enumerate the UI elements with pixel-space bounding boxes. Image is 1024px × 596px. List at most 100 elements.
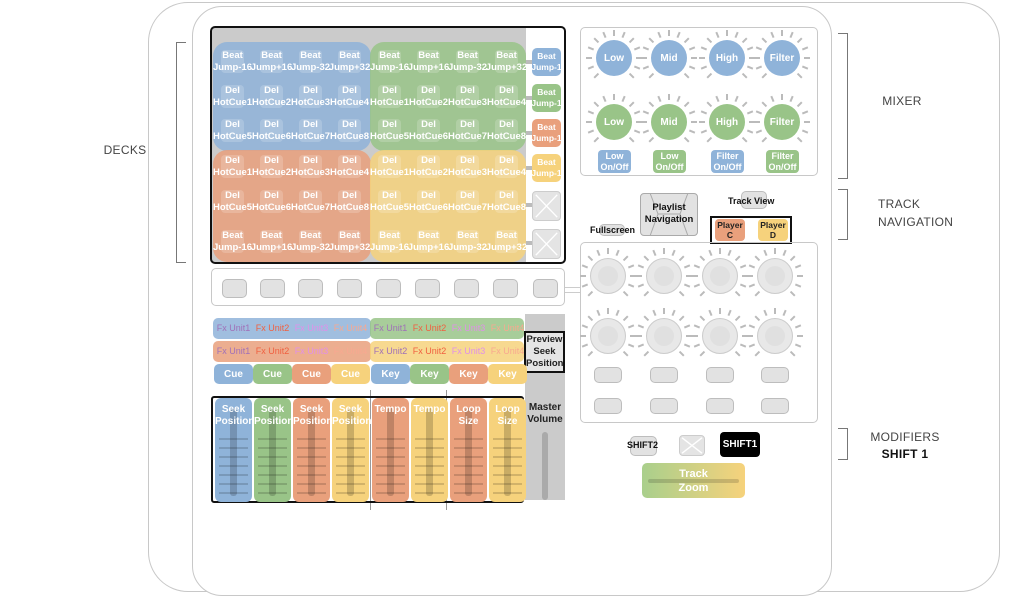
beat-jump-side-button[interactable]: Beat Jump-1	[531, 48, 562, 76]
fx-unit-button[interactable]: Fx Unit2	[253, 341, 292, 361]
unassigned-side-button[interactable]	[532, 229, 561, 259]
fx-unit-button[interactable]: Fx Unit3	[449, 318, 488, 338]
seek-fader[interactable]: Seek Position	[215, 398, 254, 502]
unassigned-modifier-button[interactable]	[679, 435, 705, 456]
loop-fader[interactable]: Loop Size	[450, 398, 487, 502]
loop-fader[interactable]: Loop Size	[489, 398, 526, 502]
deck-pad[interactable]: Beat Jump+32	[486, 45, 527, 78]
mixer-eq-knob[interactable]: Mid	[651, 104, 687, 140]
fx-unit-button[interactable]: Fx Unit4	[488, 341, 527, 361]
key-button[interactable]: Key	[449, 364, 488, 384]
gray-knob[interactable]	[702, 258, 738, 294]
fx-unit-button[interactable]: Fx Unit2	[253, 318, 292, 338]
deck-pad[interactable]: Del HotCue1	[370, 150, 409, 183]
deck-pad[interactable]: Del HotCue8	[487, 114, 526, 147]
on-off-button[interactable]: Filter On/Off	[711, 150, 744, 173]
beat-jump-side-button[interactable]: Beat Jump-1	[531, 154, 562, 182]
deck-pad[interactable]: Del HotCue4	[487, 80, 526, 113]
deck-pad[interactable]: Del HotCue3	[291, 80, 330, 113]
deck-pad[interactable]: Beat Jump+32	[329, 45, 370, 78]
deck-pad[interactable]: Del HotCue2	[252, 80, 291, 113]
fx-unit-button[interactable]: Fx Unit4	[331, 318, 370, 338]
fx-unit-button[interactable]: Fx Unit1	[371, 318, 410, 338]
fx-unit-button[interactable]: Fx Unit2	[410, 341, 449, 361]
gray-button[interactable]	[594, 398, 622, 414]
gray-button[interactable]	[706, 367, 734, 383]
gray-knob[interactable]	[646, 258, 682, 294]
gray-button[interactable]	[594, 367, 622, 383]
deck-pad[interactable]: Beat Jump-16	[370, 45, 409, 78]
track-zoom-slider[interactable]: Track Zoom	[642, 463, 745, 498]
gray-knob[interactable]	[590, 318, 626, 354]
unassigned-side-button[interactable]	[532, 191, 561, 221]
key-button[interactable]: Key	[410, 364, 449, 384]
gray-knob[interactable]	[646, 318, 682, 354]
cue-button[interactable]: Cue	[253, 364, 292, 384]
fullscreen-button[interactable]	[599, 224, 625, 236]
preview-seek-position-button[interactable]: Preview Seek Position	[524, 331, 565, 373]
beat-jump-side-button[interactable]: Beat Jump-1	[531, 84, 562, 112]
tempo-fader[interactable]: Tempo	[372, 398, 409, 502]
deck-pad[interactable]: Beat Jump+16	[251, 225, 292, 258]
deck-pad[interactable]: Del HotCue8	[330, 114, 369, 147]
deck-pad[interactable]: Del HotCue6	[252, 185, 291, 218]
deck-pad[interactable]: Del HotCue4	[487, 150, 526, 183]
fx-unit-button[interactable]: Fx Unit3	[292, 341, 331, 361]
fx-unit-button[interactable]: Fx Unit1	[214, 318, 253, 338]
deck-pad[interactable]: Del HotCue1	[213, 80, 252, 113]
playlist-navigation-button[interactable]: Playlist Navigation	[640, 193, 698, 236]
strip-button[interactable]	[298, 279, 323, 298]
deck-pad[interactable]: Del HotCue6	[252, 114, 291, 147]
seek-fader[interactable]: Seek Position	[254, 398, 293, 502]
fx-unit-button[interactable]: Fx Unit3	[292, 318, 331, 338]
player-d-button[interactable]: Player D	[758, 219, 788, 241]
deck-pad[interactable]: Del HotCue4	[330, 80, 369, 113]
deck-pad[interactable]: Del HotCue2	[252, 150, 291, 183]
mixer-eq-knob[interactable]: High	[709, 104, 745, 140]
deck-pad[interactable]: Del HotCue3	[291, 150, 330, 183]
deck-pad[interactable]: Beat Jump+32	[329, 225, 370, 258]
fx-unit-button[interactable]: Fx Unit3	[449, 341, 488, 361]
fx-unit-button[interactable]: Fx Unit4	[488, 318, 527, 338]
deck-pad[interactable]: Del HotCue7	[291, 114, 330, 147]
deck-pad[interactable]: Del HotCue6	[409, 114, 448, 147]
deck-pad[interactable]: Beat Jump-32	[448, 225, 487, 258]
strip-button[interactable]	[222, 279, 247, 298]
gray-knob[interactable]	[757, 318, 793, 354]
deck-pad[interactable]: Beat Jump-16	[213, 225, 252, 258]
deck-pad[interactable]: Del HotCue5	[370, 114, 409, 147]
strip-button[interactable]	[415, 279, 440, 298]
deck-pad[interactable]: Del HotCue3	[448, 80, 487, 113]
deck-pad[interactable]: Del HotCue5	[370, 185, 409, 218]
deck-pad[interactable]: Beat Jump-32	[291, 45, 330, 78]
fx-unit-button[interactable]: Fx Unit2	[371, 341, 410, 361]
gray-button[interactable]	[761, 398, 789, 414]
deck-pad[interactable]: Del HotCue8	[330, 185, 369, 218]
fx-unit-button[interactable]: Fx Unit2	[410, 318, 449, 338]
key-button[interactable]: Key	[488, 364, 527, 384]
strip-button[interactable]	[533, 279, 558, 298]
fx-unit-button[interactable]: Fx Unit4	[331, 341, 370, 361]
gray-knob[interactable]	[590, 258, 626, 294]
deck-pad[interactable]: Del HotCue5	[213, 114, 252, 147]
beat-jump-side-button[interactable]: Beat Jump-1	[531, 119, 562, 147]
gray-button[interactable]	[650, 367, 678, 383]
strip-button[interactable]	[493, 279, 518, 298]
cue-button[interactable]: Cue	[214, 364, 253, 384]
deck-pad[interactable]: Del HotCue7	[448, 185, 487, 218]
gray-button[interactable]	[706, 398, 734, 414]
strip-button[interactable]	[376, 279, 401, 298]
deck-pad[interactable]: Beat Jump+32	[486, 225, 527, 258]
deck-pad[interactable]: Beat Jump-16	[213, 45, 252, 78]
strip-button[interactable]	[337, 279, 362, 298]
mixer-eq-knob[interactable]: Mid	[651, 40, 687, 76]
master-volume-fader[interactable]: Master Volume	[525, 402, 565, 500]
player-c-button[interactable]: Player C	[715, 219, 745, 241]
deck-pad[interactable]: Del HotCue4	[330, 150, 369, 183]
gray-button[interactable]	[761, 367, 789, 383]
deck-pad[interactable]: Del HotCue3	[448, 150, 487, 183]
deck-pad[interactable]: Del HotCue5	[213, 185, 252, 218]
cue-button[interactable]: Cue	[292, 364, 331, 384]
deck-pad[interactable]: Del HotCue2	[409, 150, 448, 183]
key-button[interactable]: Key	[371, 364, 410, 384]
